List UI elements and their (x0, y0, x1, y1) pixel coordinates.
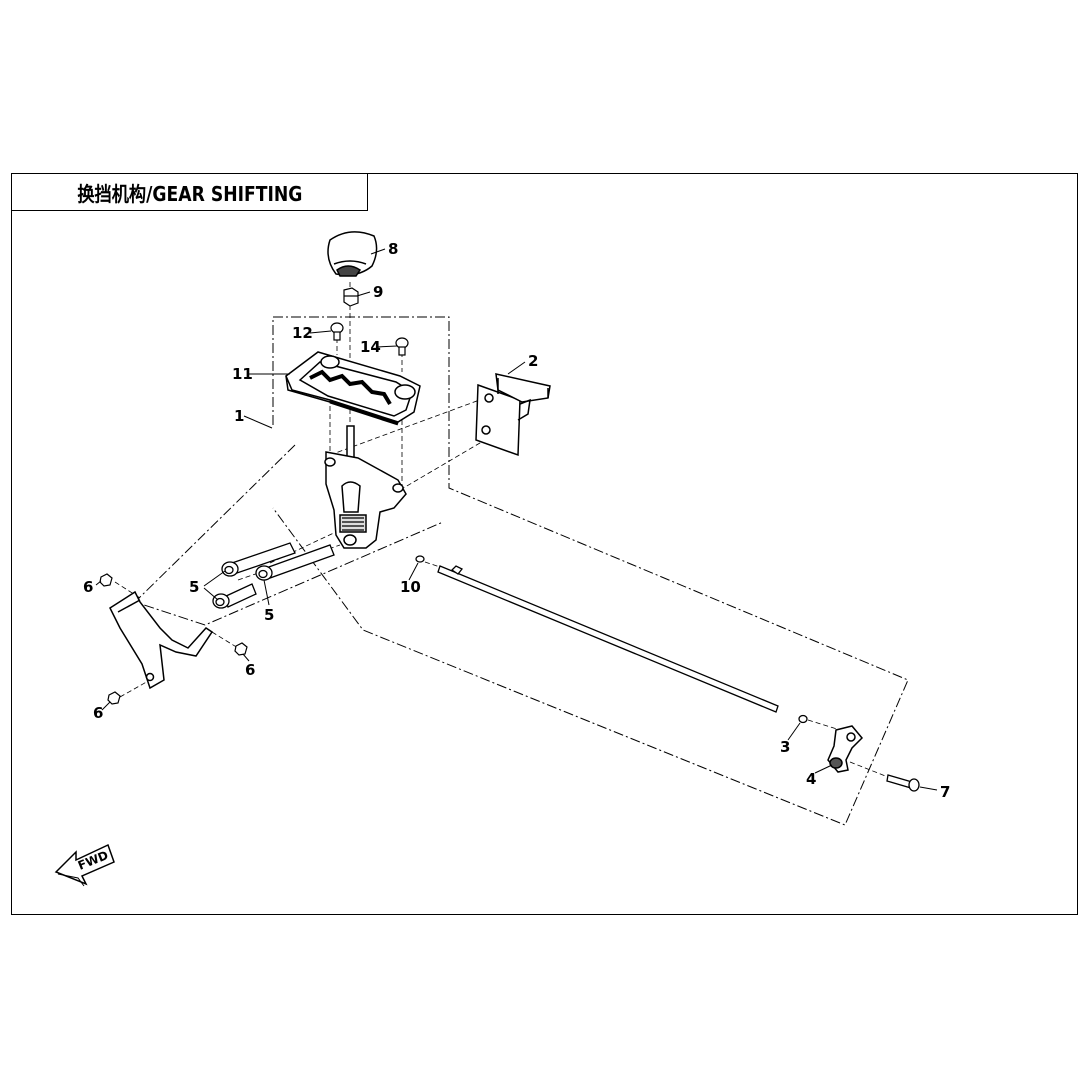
callout-8: 8 (388, 240, 398, 258)
mounting-bolt-middle (255, 544, 335, 581)
assembly-boundary-upper (272, 316, 909, 826)
callout-5-left: 5 (189, 578, 199, 596)
shift-arm-bolt (886, 774, 920, 792)
assembly-boundary-lower (134, 444, 444, 626)
callout-6-top: 6 (83, 578, 93, 596)
bracket-bolt-bottom (107, 691, 121, 705)
callout-7: 7 (940, 783, 950, 801)
callout-11: 11 (232, 365, 253, 383)
cover-bolt-14 (395, 337, 409, 356)
callout-3: 3 (780, 738, 790, 756)
knob-nut (343, 287, 359, 307)
forward-direction-arrow: FWD (54, 843, 115, 887)
callout-leaders (95, 248, 938, 791)
shift-arm (827, 725, 864, 773)
callout-6-right: 6 (245, 661, 255, 679)
mounting-bolt-upper (221, 542, 296, 577)
callout-12: 12 (292, 324, 313, 342)
diagram-title: 换挡机构/GEAR SHIFTING (76, 181, 303, 206)
callout-9: 9 (373, 283, 383, 301)
callout-4: 4 (806, 770, 816, 788)
title-box: 换挡机构/GEAR SHIFTING (11, 173, 368, 211)
lower-support-bracket (109, 590, 214, 690)
callout-1: 1 (234, 407, 244, 425)
mounting-bolt-lower (212, 583, 257, 609)
bracket-bolt-top (99, 573, 113, 587)
callout-14: 14 (360, 338, 381, 356)
shifter-mounting-bracket (475, 373, 551, 457)
rod-washer (798, 714, 808, 724)
shift-gate-cover (285, 351, 421, 426)
shift-knob (327, 231, 378, 277)
shifter-assembly (324, 425, 407, 549)
bracket-bolt-right (234, 642, 248, 656)
callout-2: 2 (528, 352, 538, 370)
rod-retaining-clip (415, 555, 425, 563)
diagram-frame (11, 173, 1078, 915)
callout-5-right: 5 (264, 606, 274, 624)
shift-rod (437, 565, 779, 713)
cover-bolt-12 (330, 322, 344, 341)
callout-6-bottom: 6 (93, 704, 103, 722)
callout-10: 10 (400, 578, 421, 596)
